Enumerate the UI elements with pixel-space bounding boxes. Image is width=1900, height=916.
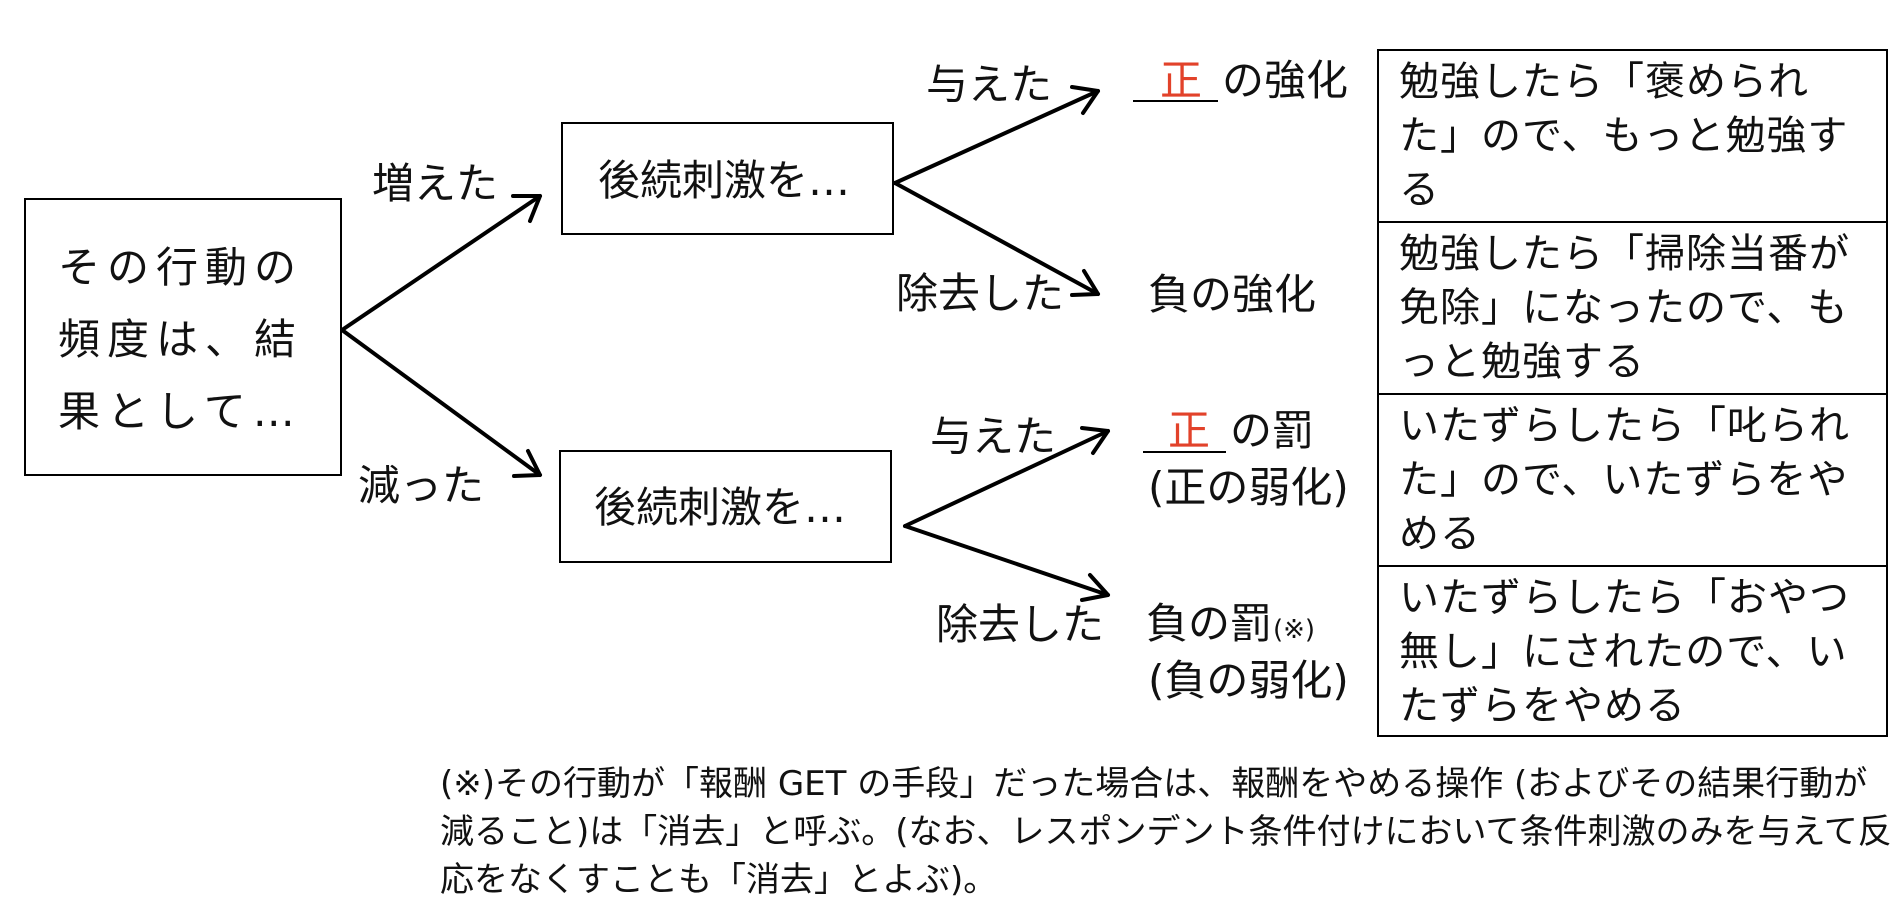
- middle-box-lower: [559, 450, 892, 563]
- arrowhead-upper-remove: [1070, 269, 1100, 297]
- example-cell-4: いたずらしたら「おやつ無し」にされたので、いたずらをやめる: [1399, 575, 1850, 729]
- arrow-lower-remove: [903, 524, 1110, 597]
- pos-punishment-rest: の罰: [1230, 406, 1315, 455]
- label-lower-remove: 除去した: [936, 600, 1105, 649]
- arrowhead-upper-give: [1070, 85, 1100, 115]
- label-upper-remove: 除去した: [896, 269, 1065, 318]
- example-cell-3: いたずらしたら「叱られた」ので、いたずらをやめる: [1379, 395, 1886, 567]
- neg-reinforcement: 負の強化: [1148, 270, 1317, 319]
- example-cell-2: 勉強したら「掃除当番が免除」になったので、もっと勉強する: [1379, 223, 1886, 395]
- arrow-decreased: [340, 328, 542, 477]
- neg-punishment-main: 負の罰: [1146, 599, 1273, 648]
- arrow-increased: [340, 194, 542, 332]
- arrow-lower-give: [903, 429, 1110, 528]
- start-box-text: その行動の頻度は、結果として…: [58, 243, 304, 436]
- label-upper-give: 与えた: [926, 60, 1053, 109]
- label-increased: 増えた: [372, 159, 499, 208]
- arrowhead-decreased: [512, 449, 542, 478]
- pos-punishment-sub: (正の弱化): [1148, 463, 1349, 512]
- example-cell-1: 勉強したら「褒められた」ので、もっと勉強する: [1379, 51, 1886, 223]
- neg-punishment-mark: (※): [1273, 615, 1316, 645]
- pos-reinforcement-highlight: 正: [1160, 56, 1203, 105]
- arrowhead-lower-remove: [1080, 573, 1110, 602]
- neg-punishment-sub: (負の弱化): [1148, 656, 1349, 705]
- middle-box-upper-text: 後続刺激を…: [598, 156, 851, 205]
- arrow-upper-remove: [893, 181, 1100, 296]
- pos-reinforcement-rest: の強化: [1222, 56, 1349, 105]
- middle-box-upper: [561, 122, 894, 235]
- examples-table: 勉強したら「褒められた」ので、もっと勉強する 勉強したら「掃除当番が免除」になっ…: [1377, 49, 1888, 737]
- label-lower-give: 与えた: [930, 412, 1057, 461]
- arrow-upper-give: [893, 89, 1100, 185]
- pos-punishment-highlight: 正: [1168, 406, 1211, 455]
- arrowhead-increased: [511, 194, 542, 223]
- pos-reinforcement-underline: [1133, 100, 1218, 102]
- middle-box-lower-text: 後続刺激を…: [594, 483, 847, 532]
- footnote: (※)その行動が「報酬 GET の手段」だった場合は、報酬をやめる操作 (および…: [440, 764, 1892, 900]
- start-box: [24, 198, 342, 476]
- arrowhead-lower-give: [1080, 426, 1110, 455]
- pos-punishment-underline: [1143, 451, 1226, 453]
- label-decreased: 減った: [358, 461, 485, 510]
